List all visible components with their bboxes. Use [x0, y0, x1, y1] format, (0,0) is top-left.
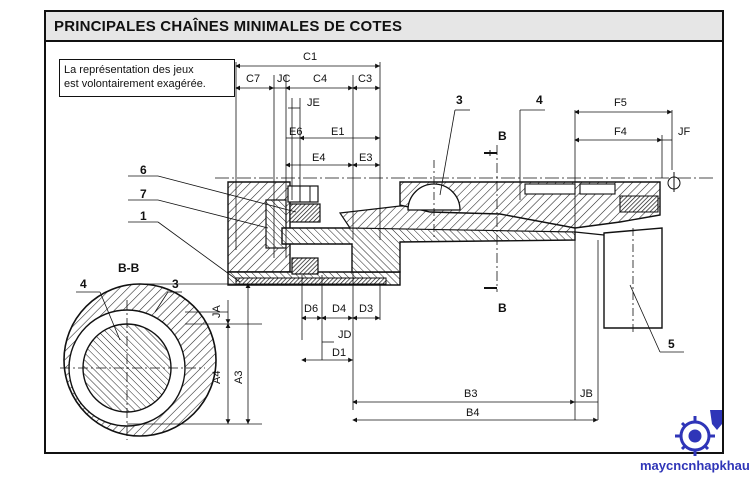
cnc-gear-icon	[675, 410, 722, 456]
leader-lines	[76, 109, 684, 353]
label-e6: E6	[289, 126, 302, 138]
label-part-7: 7	[140, 187, 147, 201]
label-part-5: 5	[668, 337, 675, 351]
label-c7: C7	[246, 73, 260, 85]
dimensions-bottom	[301, 240, 599, 423]
label-d4: D4	[332, 303, 346, 315]
label-part-1: 1	[140, 209, 147, 223]
logo-text: maycncnhapkhau.com	[640, 458, 750, 473]
label-c4: C4	[313, 73, 327, 85]
label-b3: B3	[464, 388, 477, 400]
label-bb-part-3: 3	[172, 277, 179, 291]
label-je: JE	[307, 97, 320, 109]
section-bb	[60, 283, 262, 440]
label-b-bottom: B	[498, 301, 507, 315]
label-f4: F4	[614, 126, 627, 138]
label-d6: D6	[304, 303, 318, 315]
label-jb: JB	[580, 388, 593, 400]
label-d1: D1	[332, 347, 346, 359]
note-line-1: La représentation des jeux	[64, 64, 194, 76]
label-b-top: B	[498, 129, 507, 143]
label-part-6: 6	[140, 163, 147, 177]
page-title: PRINCIPALES CHAÎNES MINIMALES DE COTES	[54, 18, 403, 35]
label-b4: B4	[466, 407, 479, 419]
dimension-labels: C1 C7 JC C4 C3 JE E6 E1 E4 E3 3 4 6 7 1 …	[80, 51, 691, 419]
section-title: B-B	[118, 261, 140, 275]
note-line-2: est volontairement exagérée.	[64, 78, 206, 90]
label-e4: E4	[312, 152, 325, 164]
label-f5: F5	[614, 97, 627, 109]
label-ja: JA	[211, 305, 223, 319]
label-bb-part-4: 4	[80, 277, 87, 291]
label-part-4: 4	[536, 93, 543, 107]
label-e3: E3	[359, 152, 372, 164]
label-part-3: 3	[456, 93, 463, 107]
title-bar: PRINCIPALES CHAÎNES MINIMALES DE COTES	[46, 12, 722, 42]
label-jc: JC	[277, 73, 291, 85]
note-box: La représentation des jeux est volontair…	[59, 59, 235, 97]
label-c1: C1	[303, 51, 317, 63]
label-c3: C3	[358, 73, 372, 85]
dimensions-top	[235, 62, 673, 420]
label-a4: A4	[211, 371, 223, 384]
site-logo: maycncnhapkhau.com	[640, 406, 750, 481]
label-a3: A3	[233, 371, 245, 384]
label-e1: E1	[331, 126, 344, 138]
label-d3: D3	[359, 303, 373, 315]
label-jf: JF	[678, 126, 691, 138]
label-jd: JD	[338, 329, 352, 341]
main-assembly	[215, 145, 715, 335]
